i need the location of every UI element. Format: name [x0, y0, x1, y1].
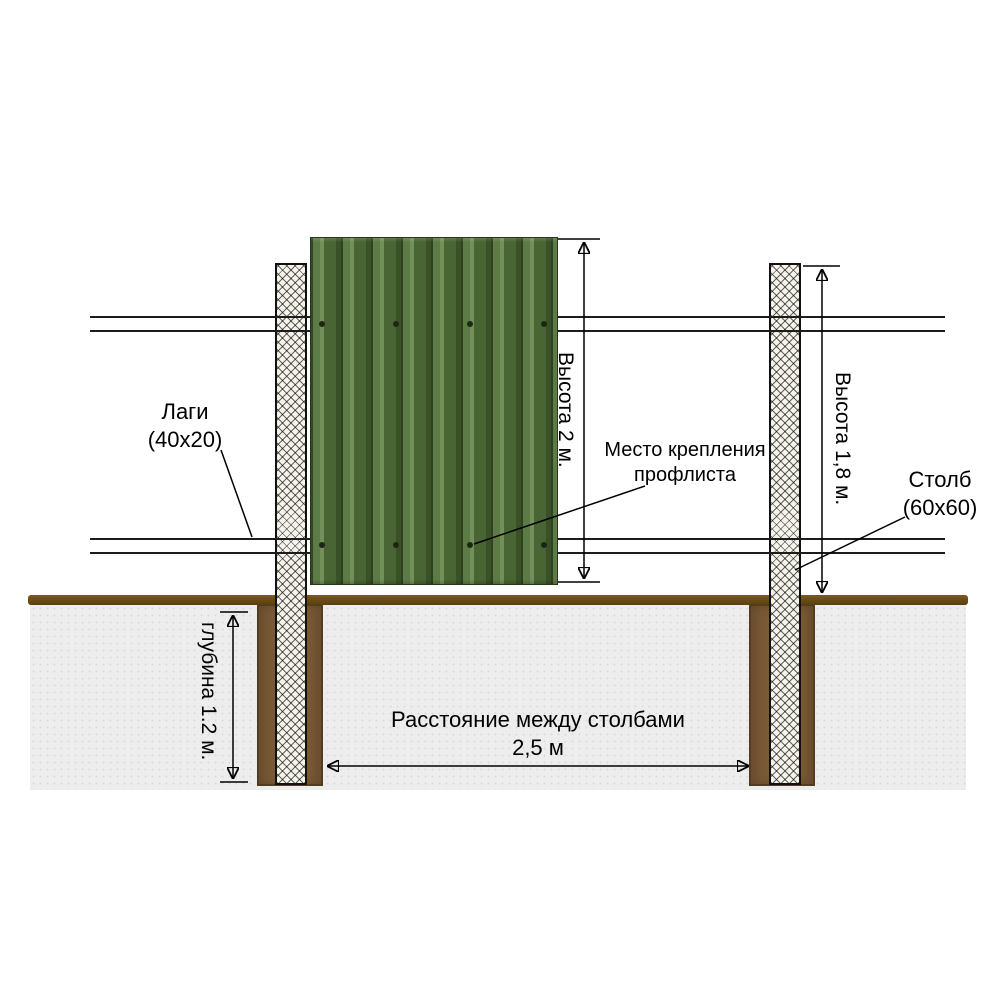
rails-label-line2: (40х20)	[147, 426, 223, 452]
distance-label-line2: 2,5 м	[512, 734, 564, 760]
depth-label: глубина 1.2 м.	[197, 622, 220, 761]
screw-dot	[541, 542, 547, 548]
post-height-label: Высота 1,8 м.	[831, 372, 854, 506]
rails-label-line1: Лаги	[161, 399, 209, 424]
post-label-line1: Столб	[908, 467, 972, 492]
attachment-label: Место крепления профлиста	[590, 438, 780, 488]
right-post	[769, 263, 801, 785]
screw-dot	[467, 321, 473, 327]
post-label: Столб (60х60)	[880, 466, 1000, 521]
attachment-label-line1: Место крепления	[604, 439, 766, 461]
panel-height-label: Высота 2 м.	[554, 352, 577, 468]
attachment-label-line2: профлиста	[634, 464, 736, 486]
corrugated-panel	[310, 237, 558, 585]
soil-area	[30, 605, 966, 790]
distance-label-line1: Расстояние между столбами	[391, 707, 685, 732]
screw-dot	[319, 321, 325, 327]
screw-dot	[319, 542, 325, 548]
screw-dot	[393, 321, 399, 327]
screw-dot	[467, 542, 473, 548]
rails-label: Лаги (40х20)	[110, 398, 260, 453]
post-label-line2: (60х60)	[902, 494, 978, 520]
screw-dot	[541, 321, 547, 327]
distance-label: Расстояние между столбами 2,5 м	[312, 706, 764, 761]
left-post	[275, 263, 307, 785]
screw-dot	[393, 542, 399, 548]
ground-line	[28, 595, 968, 605]
